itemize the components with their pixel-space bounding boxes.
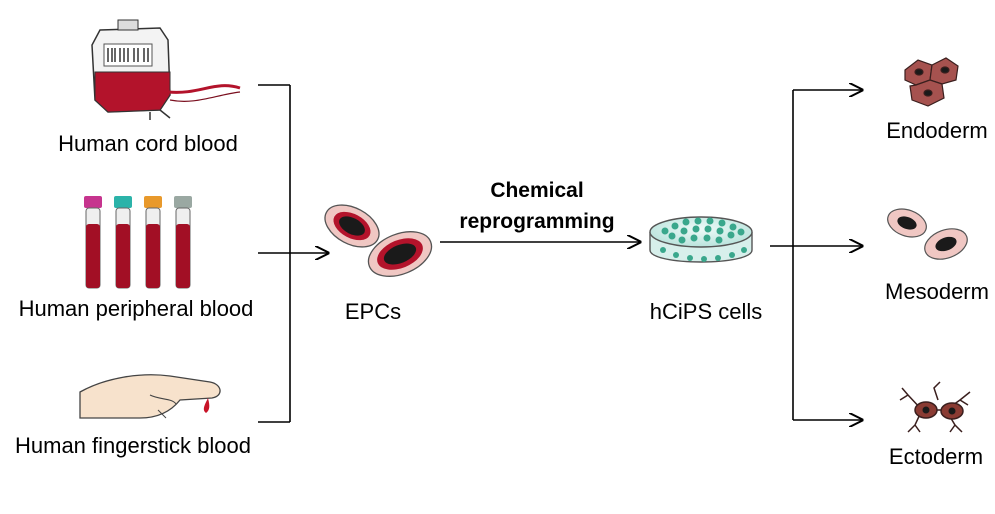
outcome-label-endoderm: Endoderm <box>886 118 988 143</box>
source-label-fingerstick: Human fingerstick blood <box>14 433 252 458</box>
epc-cells-icon <box>324 204 433 277</box>
outcome-bracket <box>770 90 862 420</box>
endoderm-cells-icon <box>904 57 959 107</box>
petri-dish-icon <box>649 216 753 263</box>
epc-label: EPCs <box>344 299 402 324</box>
blood-bag-icon <box>91 19 241 120</box>
source-label-peripheral: Human peripheral blood <box>18 296 254 321</box>
ectoderm-cells-icon <box>899 381 971 433</box>
hcips-label: hCiPS cells <box>649 299 763 324</box>
outcome-label-mesoderm: Mesoderm <box>885 279 989 304</box>
fingerstick-icon <box>79 374 221 419</box>
blood-tubes-icon <box>84 196 192 289</box>
source-bracket <box>258 84 328 423</box>
source-label-cord: Human cord blood <box>58 131 238 156</box>
process-label-line2: reprogramming <box>459 210 615 233</box>
outcome-label-ectoderm: Ectoderm <box>888 444 984 469</box>
mesoderm-cells-icon <box>887 208 968 260</box>
process-label-line1: Chemical <box>490 179 584 202</box>
